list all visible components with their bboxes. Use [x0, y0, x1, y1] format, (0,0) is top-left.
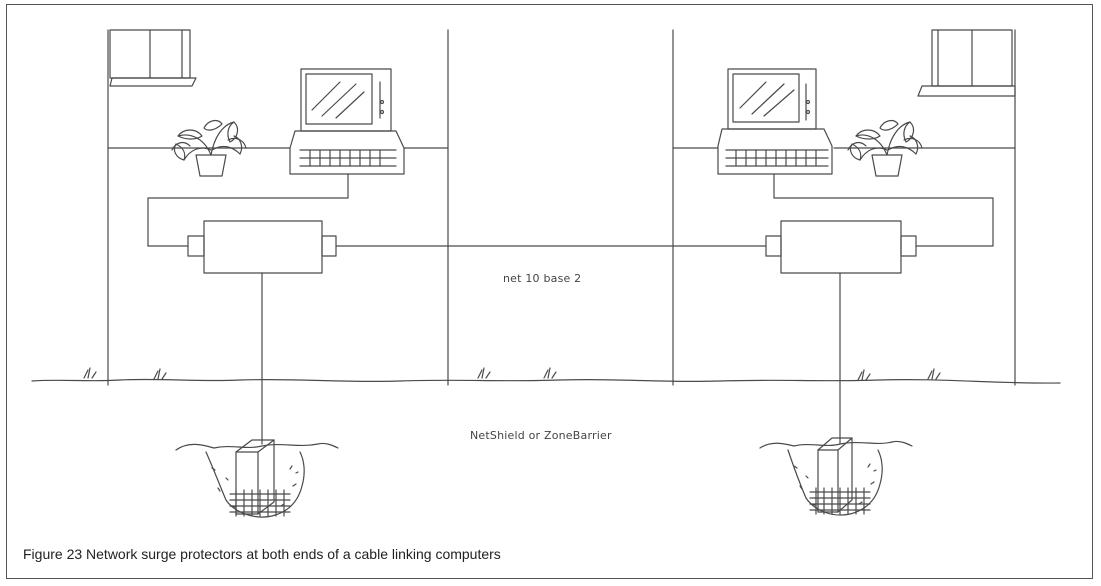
figure-caption: Figure 23 Network surge protectors at bo…: [23, 546, 501, 562]
figure-frame: [6, 4, 1093, 579]
left-ground-rod-pit: [176, 440, 338, 517]
right-surge-protector: [766, 221, 916, 273]
network-cable: [148, 174, 993, 246]
left-plant-icon: [172, 121, 246, 176]
device-label: NetShield or ZoneBarrier: [470, 429, 612, 442]
right-building: [673, 30, 1015, 385]
left-window: [110, 30, 196, 86]
left-computer-icon: [290, 69, 404, 174]
right-window: [918, 30, 1015, 96]
left-surge-protector: [188, 221, 336, 273]
left-building: [108, 30, 448, 385]
ground-wires: [262, 273, 840, 444]
ground-line: [32, 368, 1060, 383]
network-type-label: net 10 base 2: [503, 272, 582, 285]
right-computer-icon: [718, 69, 832, 174]
right-plant-icon: [848, 121, 922, 176]
right-ground-rod-pit: [760, 438, 912, 515]
